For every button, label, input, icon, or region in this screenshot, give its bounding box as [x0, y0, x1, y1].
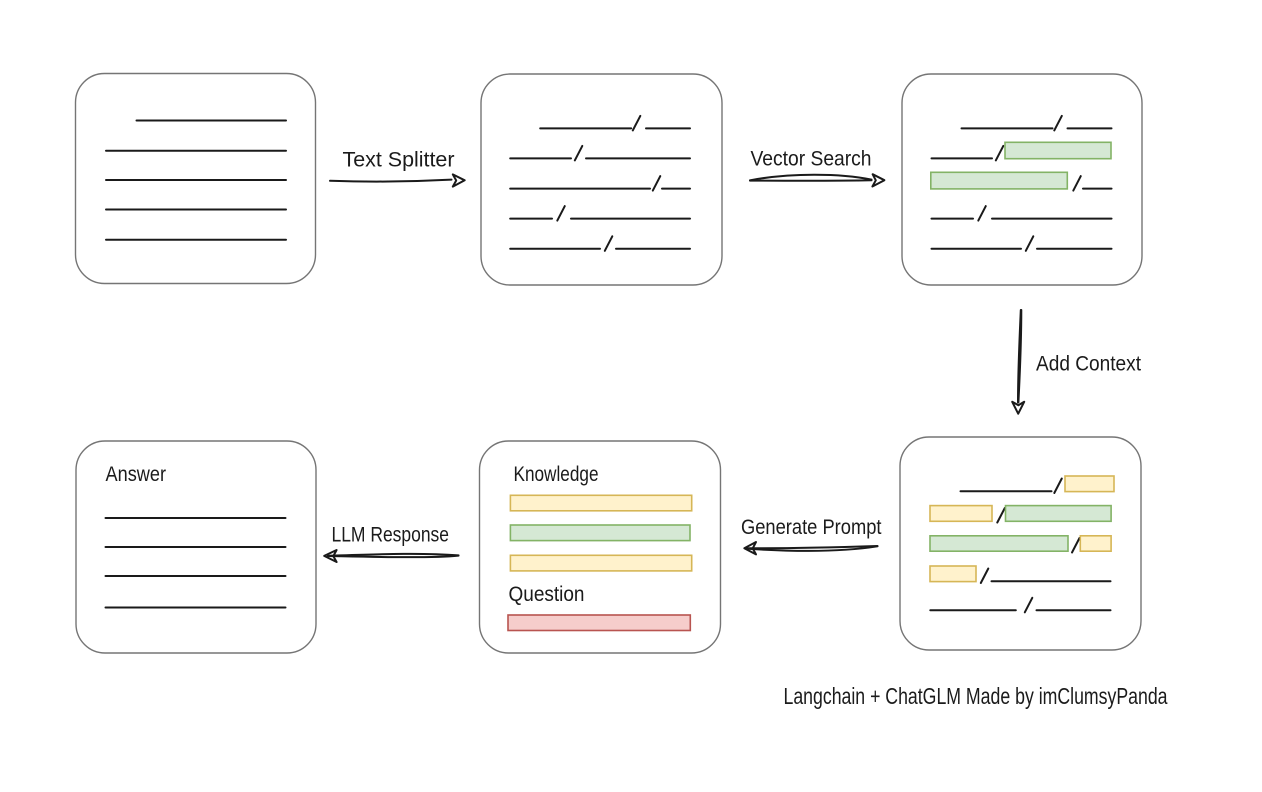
svg-text:Answer: Answer [106, 463, 167, 486]
svg-text:Question: Question [509, 583, 585, 606]
svg-text:Add Context: Add Context [1036, 352, 1141, 375]
svg-text:LLM Response: LLM Response [332, 524, 450, 547]
svg-text:Generate Prompt: Generate Prompt [741, 516, 882, 539]
svg-text:Knowledge: Knowledge [514, 463, 599, 486]
svg-text:Vector Search: Vector Search [751, 148, 872, 171]
svg-text:Text Splitter: Text Splitter [343, 149, 455, 172]
svg-text:Langchain + ChatGLM Made by im: Langchain + ChatGLM Made by imClumsyPand… [784, 683, 1168, 709]
